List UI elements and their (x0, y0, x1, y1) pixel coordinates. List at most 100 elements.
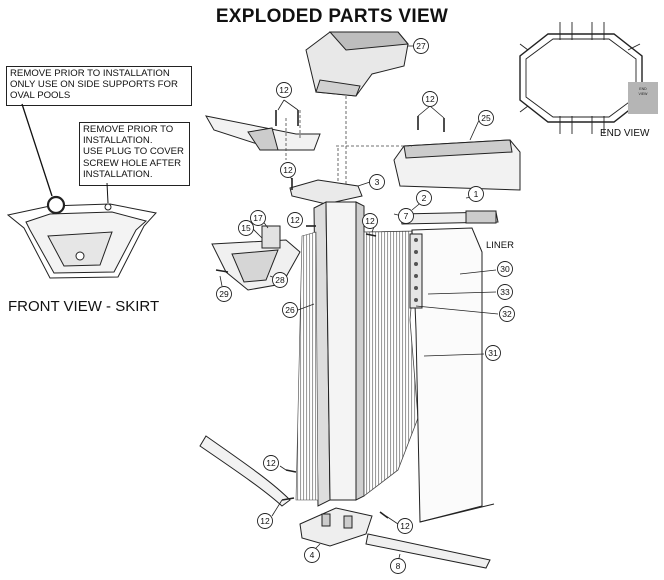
callout-12: 12 (397, 518, 413, 534)
callout-circle (468, 186, 484, 202)
callout-circle (497, 284, 513, 300)
assembly-lines (285, 96, 412, 186)
callout-circle (499, 306, 515, 322)
callout-circle (422, 91, 438, 107)
end-view-frame (519, 22, 643, 134)
callout-number: 30 (500, 264, 510, 274)
callout-12: 12 (362, 213, 378, 229)
callout-17: 17 (250, 210, 266, 226)
callout-circle (362, 213, 378, 229)
inset-text: VIEW (639, 92, 649, 96)
callout-number: 31 (488, 348, 498, 358)
callout-28: 28 (272, 272, 288, 288)
connector-bar (409, 233, 423, 309)
base-plate (299, 507, 373, 547)
callout-number: 17 (253, 213, 263, 223)
callout-circle (272, 272, 288, 288)
callout-4: 4 (304, 547, 320, 563)
callout-12: 12 (422, 91, 438, 107)
callout-circle (238, 220, 254, 236)
end-view-inset (628, 82, 658, 114)
callout-circle (398, 208, 414, 224)
callout-circle (416, 190, 432, 206)
callout-number: 12 (425, 94, 435, 104)
screw-29 (215, 269, 229, 273)
callout-number: 15 (241, 223, 251, 233)
liner-back (295, 231, 319, 501)
callout-number: 32 (502, 309, 512, 319)
callout-12: 12 (280, 162, 296, 178)
callout-30: 30 (497, 261, 513, 277)
callout-number: 3 (375, 177, 380, 187)
callout-number: 25 (481, 113, 491, 123)
callout-circle (263, 455, 279, 471)
note-line: REMOVE PRIOR TO INSTALLATION (10, 68, 170, 79)
callout-31: 31 (485, 345, 501, 361)
note-line: INSTALLATION. (83, 135, 153, 147)
callout-12: 12 (263, 455, 279, 471)
callout-7: 7 (398, 208, 414, 224)
top-rail-right (393, 139, 521, 191)
note-line: USE PLUG TO COVER (83, 146, 184, 158)
callout-number: 2 (422, 193, 427, 203)
callout-number: 12 (266, 458, 276, 468)
note-leader (106, 182, 109, 204)
callout-25: 25 (478, 110, 494, 126)
callout-2: 2 (416, 190, 432, 206)
bottom-rail-left (199, 435, 291, 507)
callout-1: 1 (468, 186, 484, 202)
callout-number: 12 (279, 85, 289, 95)
callout-circle (250, 210, 266, 226)
note-line: SCREW HOLE AFTER (83, 157, 182, 169)
callout-circle (485, 345, 501, 361)
callout-circle (397, 518, 413, 534)
callout-number: 27 (416, 41, 426, 51)
callout-circle (413, 38, 429, 54)
callout-12: 12 (276, 82, 292, 98)
callout-circle (282, 302, 298, 318)
callout-number: 7 (404, 211, 409, 221)
liner-label: LINER (486, 240, 514, 251)
callout-number: 12 (400, 521, 410, 531)
note-line: REMOVE PRIOR TO (83, 124, 174, 135)
oval-pool-note: REMOVE PRIOR TO INSTALLATION ONLY USE ON… (6, 66, 192, 106)
callout-number: 12 (260, 516, 270, 526)
callout-circle (280, 162, 296, 178)
note-line: OVAL POOLS (10, 90, 71, 102)
callout-29: 29 (216, 286, 232, 302)
diagram-title: EXPLODED PARTS VIEW (215, 6, 449, 27)
callout-circle (390, 558, 406, 574)
callout-32: 32 (499, 306, 515, 322)
callout-number: 12 (290, 215, 300, 225)
note-line: INSTALLATION. (83, 168, 153, 180)
top-cap (305, 31, 409, 97)
callout-number: 1 (474, 189, 479, 199)
callout-circle (276, 82, 292, 98)
callout-12: 12 (287, 212, 303, 228)
callout-3: 3 (369, 174, 385, 190)
wall-panel (411, 227, 483, 523)
upright (313, 201, 365, 507)
front-view-caption: FRONT VIEW - SKIRT (8, 298, 160, 315)
callout-15: 15 (238, 220, 254, 236)
rod-end (465, 210, 497, 224)
callout-circle (478, 110, 494, 126)
note-line: ONLY USE ON SIDE SUPPORTS FOR (10, 79, 178, 91)
front-view-skirt (6, 195, 157, 279)
wall-panel-edge (419, 503, 495, 523)
bottom-rail-8 (365, 533, 491, 569)
note-leader (21, 103, 53, 197)
screw-hole-note: REMOVE PRIOR TO INSTALLATION. USE PLUG T… (79, 122, 190, 186)
inset-text: END (639, 87, 647, 91)
callout-number: 8 (396, 561, 401, 571)
callout-26: 26 (282, 302, 298, 318)
top-rail-left (205, 115, 321, 151)
callout-circle (369, 174, 385, 190)
callout-number: 29 (219, 289, 229, 299)
callout-circle (216, 286, 232, 302)
callout-number: 26 (285, 305, 295, 315)
callout-33: 33 (497, 284, 513, 300)
callout-circle (497, 261, 513, 277)
